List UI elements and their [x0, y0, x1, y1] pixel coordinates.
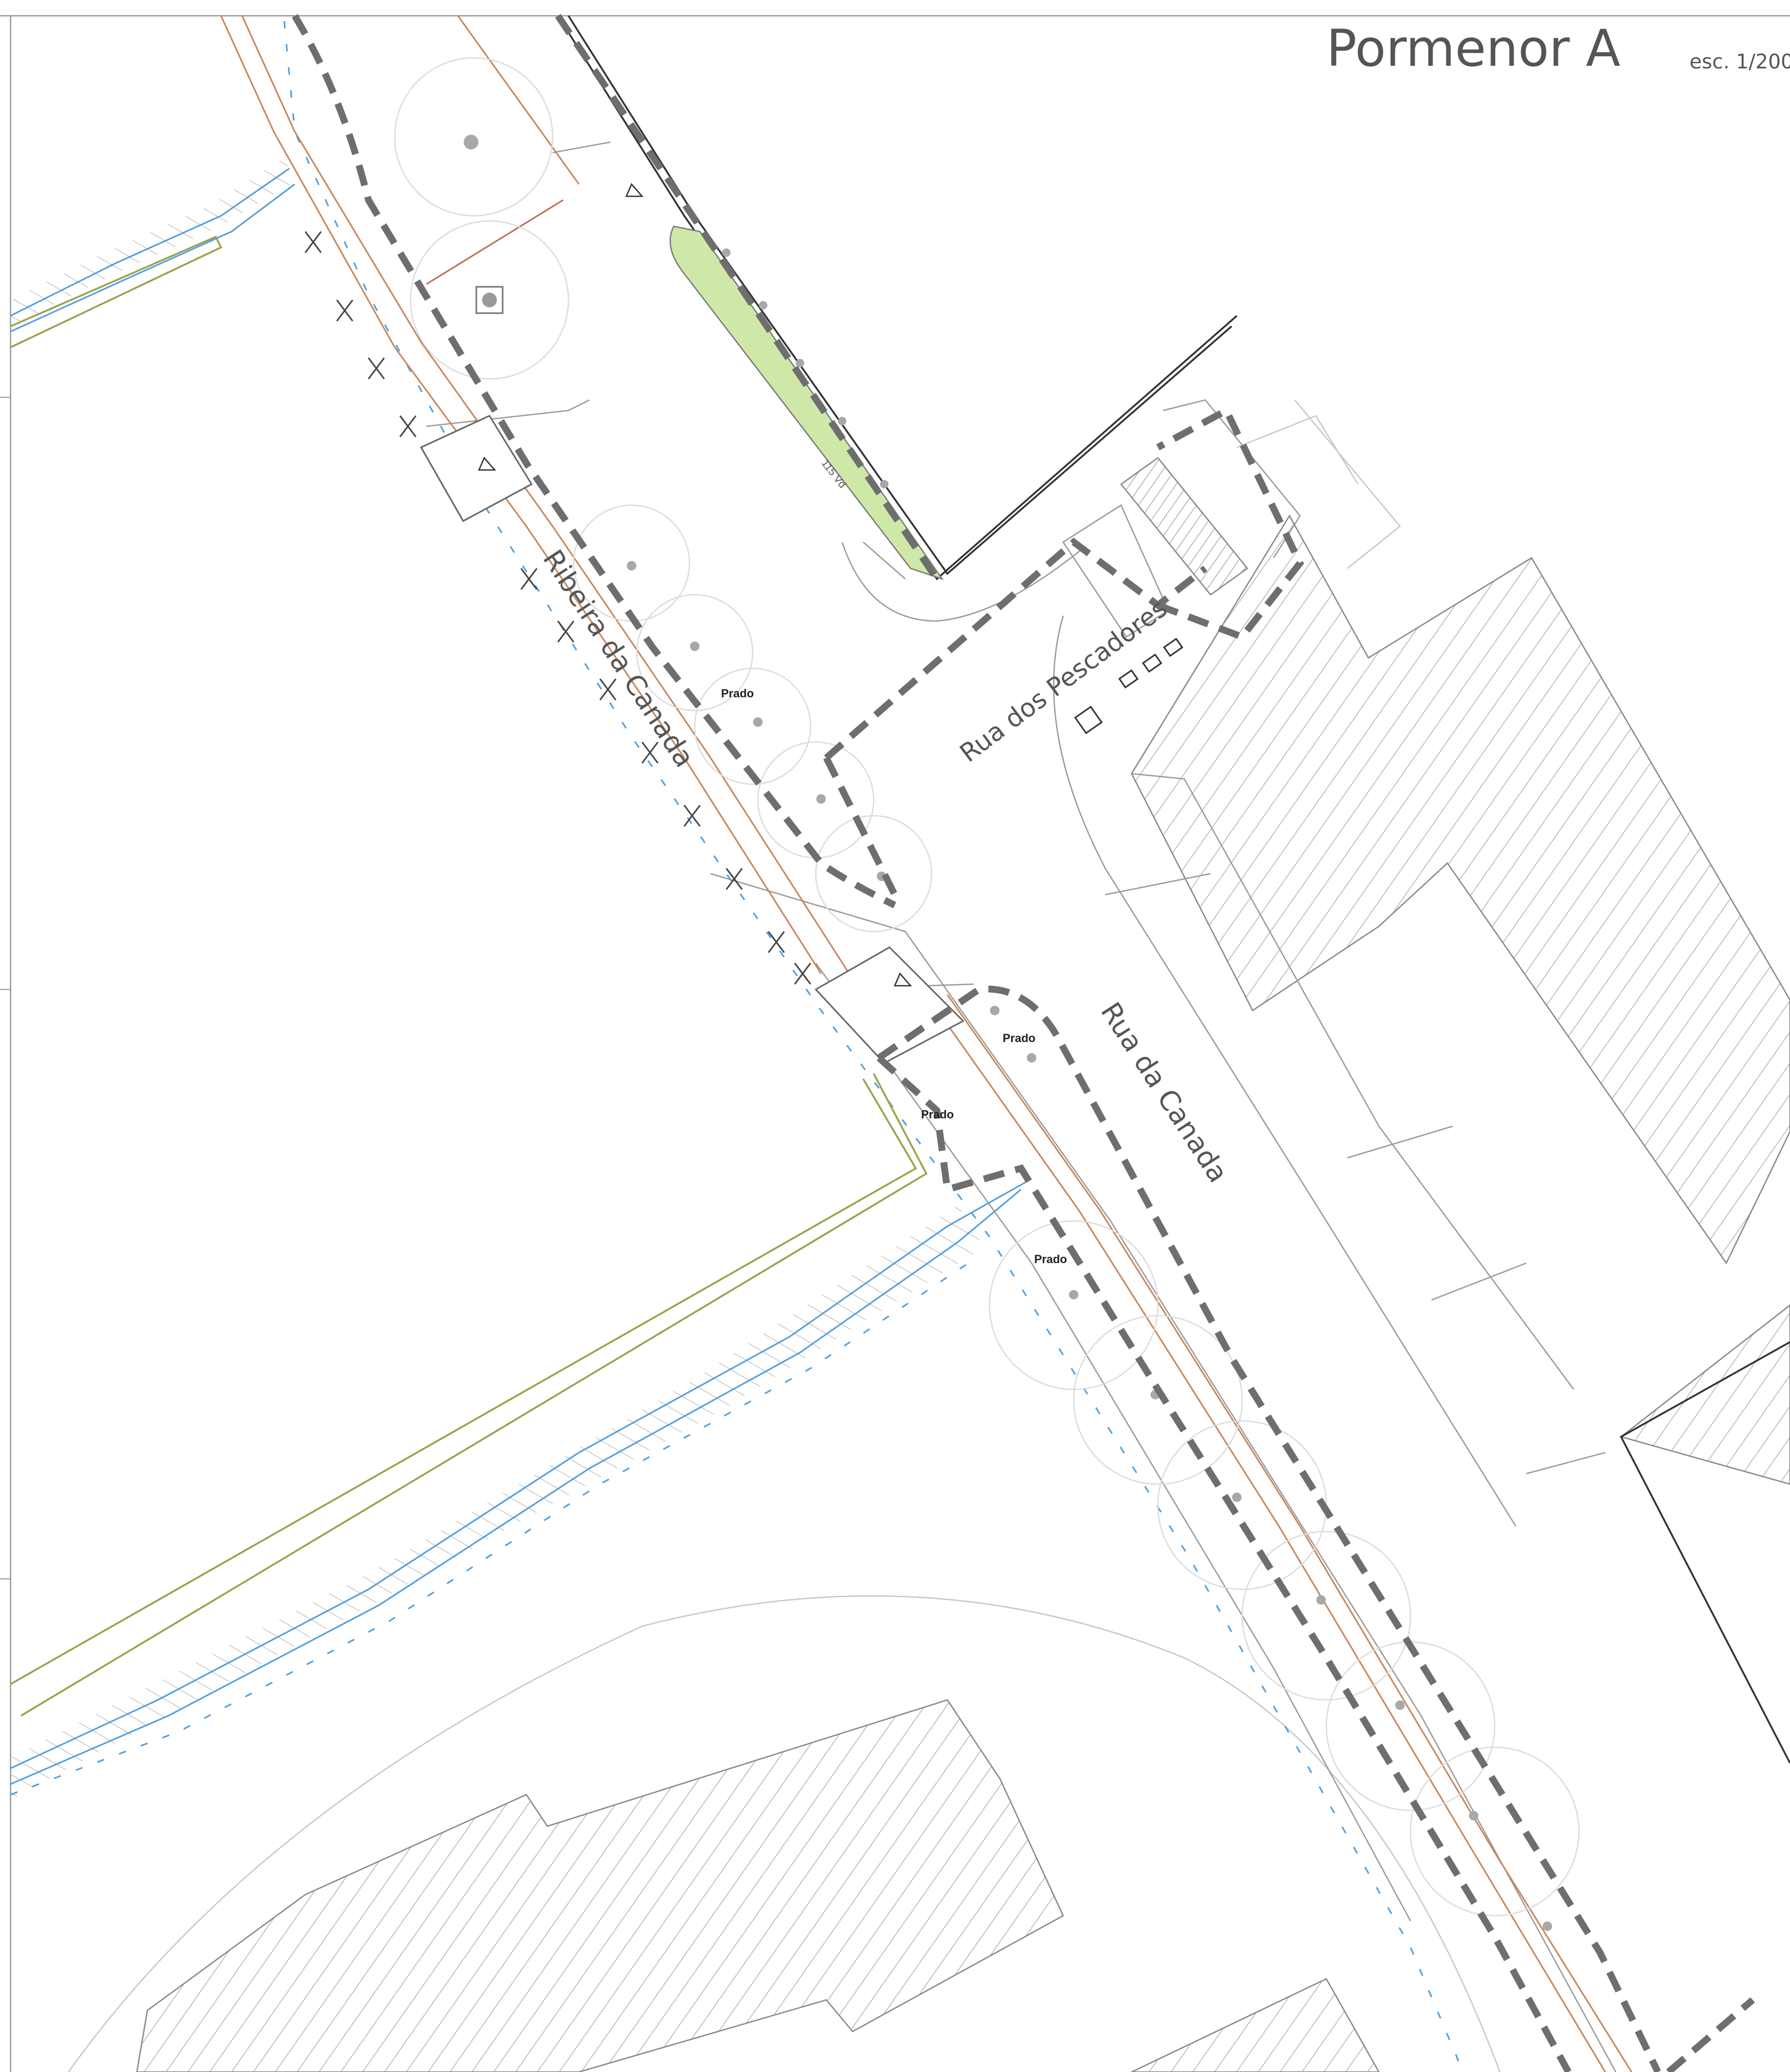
building-east-edge	[1619, 1304, 1790, 1764]
green-planting-strip: 115 Vd	[669, 225, 944, 580]
building-southeast	[1131, 1978, 1380, 2072]
road-edges	[426, 141, 1617, 2072]
building-east	[1131, 514, 1790, 1265]
bridge-top	[625, 183, 644, 197]
bridge-south	[814, 946, 965, 1064]
prado-label-1: Prado	[721, 687, 754, 700]
bridge-north	[419, 415, 533, 523]
prado-label-4: Prado	[1034, 1253, 1067, 1266]
property-lines	[10, 235, 928, 1717]
street-furniture	[1074, 637, 1184, 735]
building-south	[136, 1699, 1064, 2072]
context-lines	[67, 399, 1606, 2072]
plan-boundaries	[292, 14, 1755, 2072]
river-name-label: Ribeira da Canada	[536, 544, 700, 773]
prado-label-2: Prado	[1003, 1032, 1035, 1045]
river-bank-hatching	[11, 158, 984, 1800]
street-label-canada: Rua da Canada	[1094, 997, 1234, 1188]
prado-label-3: Prado	[921, 1108, 954, 1121]
barrier-marks	[304, 231, 812, 985]
sheet-title: Pormenor A	[1326, 19, 1621, 78]
scale-label: esc. 1/200	[1689, 50, 1790, 73]
river-water-lines	[10, 21, 1464, 2072]
trees	[394, 57, 1580, 1931]
